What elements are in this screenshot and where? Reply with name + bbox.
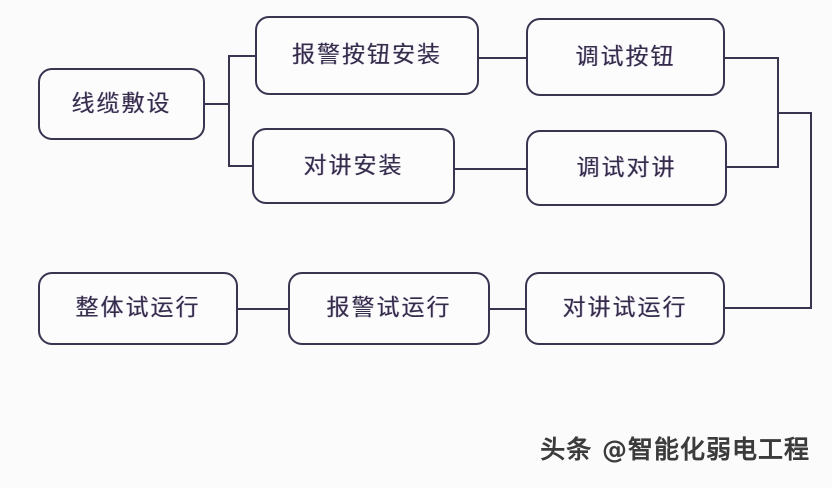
node-label: 线缆敷设 <box>71 90 172 117</box>
edge-intercom-install-to-debug-intercom <box>455 168 528 170</box>
node-label: 报警按钮安装 <box>292 42 442 68</box>
node-label: 调试按钮 <box>575 43 676 70</box>
node-label: 对讲安装 <box>303 152 404 179</box>
node-debug-button[interactable]: 调试按钮 <box>526 18 725 96</box>
node-label: 整体试运行 <box>75 295 201 321</box>
node-debug-intercom[interactable]: 调试对讲 <box>526 130 727 206</box>
edge-branch-to-alarm-install <box>228 55 260 57</box>
node-overall-trial-run[interactable]: 整体试运行 <box>38 272 238 345</box>
edge-branch-to-intercom-install <box>228 165 260 167</box>
edge-merge-to-rail <box>777 112 812 114</box>
node-label: 报警试运行 <box>326 295 452 321</box>
node-intercom-trial-run[interactable]: 对讲试运行 <box>525 272 725 345</box>
node-label: 对讲试运行 <box>562 295 688 321</box>
watermark-text: 头条 @智能化弱电工程 <box>540 435 810 464</box>
edge-debug-button-right-stub <box>724 57 779 59</box>
edge-right-rail <box>810 112 812 309</box>
node-cable-laying[interactable]: 线缆敷设 <box>38 68 205 140</box>
node-intercom-install[interactable]: 对讲安装 <box>252 128 455 204</box>
edge-intercom-trial-to-alarm-trial <box>489 308 527 310</box>
node-label: 调试对讲 <box>576 154 677 181</box>
edge-alarm-trial-to-overall-trial <box>237 308 290 310</box>
edge-cable-to-branch <box>205 103 230 105</box>
node-alarm-button-install[interactable]: 报警按钮安装 <box>255 16 479 95</box>
edge-rail-to-intercom-trial <box>724 307 812 309</box>
edge-debug-intercom-right-stub <box>726 166 779 168</box>
edge-branch-trunk <box>228 55 230 167</box>
node-alarm-trial-run[interactable]: 报警试运行 <box>288 272 490 345</box>
edge-alarm-install-to-debug-button <box>478 57 528 59</box>
